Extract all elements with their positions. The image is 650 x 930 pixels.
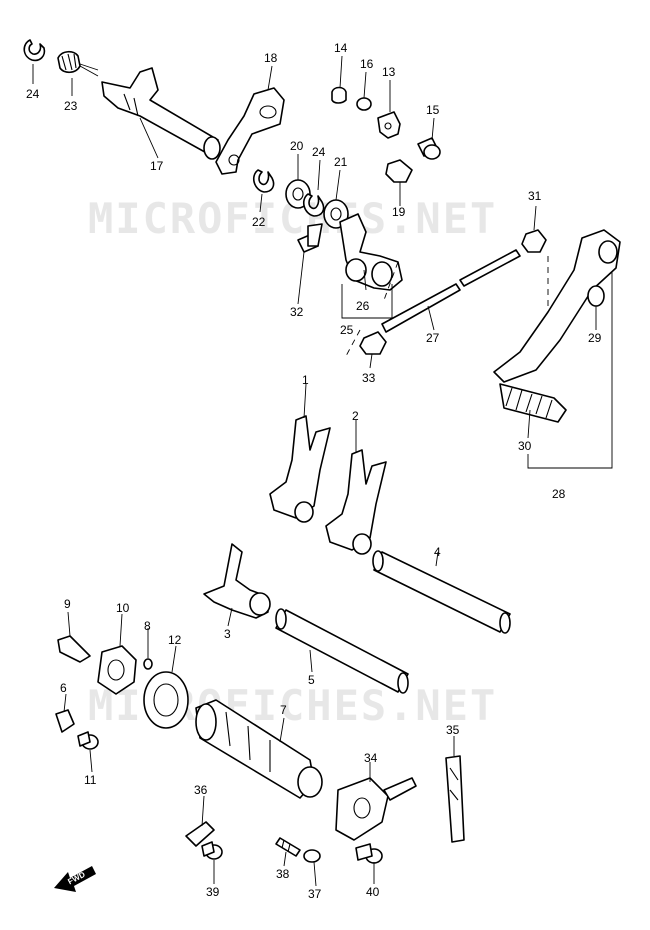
part-11-screw[interactable] xyxy=(77,731,99,750)
callout-27: 27 xyxy=(426,331,440,345)
callout-8: 8 xyxy=(144,619,151,633)
bracket-25 xyxy=(341,284,393,319)
part-19-neutral-switch[interactable] xyxy=(385,159,413,183)
part-13-stopper-plate[interactable] xyxy=(377,111,401,139)
callout-32: 32 xyxy=(290,305,304,319)
callout-11: 11 xyxy=(84,773,97,787)
callout-4: 4 xyxy=(434,545,441,559)
part-2-shift-fork[interactable] xyxy=(325,449,387,555)
callout-13: 13 xyxy=(382,65,396,79)
callout-23: 23 xyxy=(64,99,78,113)
part-7-gearshift-cam[interactable] xyxy=(195,699,323,799)
bracket-28 xyxy=(527,272,613,469)
part-24-circlip[interactable] xyxy=(23,39,46,62)
part-33-nut[interactable] xyxy=(359,331,387,355)
part-26-cam-guide[interactable] xyxy=(339,213,403,291)
callout-38: 38 xyxy=(276,867,290,881)
callout-16: 16 xyxy=(360,57,374,71)
callout-20: 20 xyxy=(290,139,304,153)
part-32-bolt[interactable] xyxy=(297,223,323,253)
callout-28: 28 xyxy=(552,487,566,501)
part-15-bolt[interactable] xyxy=(417,137,441,160)
part-39-screw[interactable] xyxy=(201,841,223,860)
fwd-arrow-icon: FWD xyxy=(54,866,96,892)
part-16-washer[interactable] xyxy=(356,97,372,111)
part-30-footrest-rubber[interactable] xyxy=(499,383,567,423)
part-6-plate[interactable] xyxy=(55,709,75,733)
callout-12: 12 xyxy=(168,633,182,647)
part-29-gearshift-lever[interactable] xyxy=(493,229,621,383)
callout-5: 5 xyxy=(308,673,315,687)
callout-33: 33 xyxy=(362,371,376,385)
part-1-shift-fork[interactable] xyxy=(269,415,331,523)
part-34-cam-stopper[interactable] xyxy=(335,777,417,841)
callout-17: 17 xyxy=(150,159,164,173)
callout-39: 39 xyxy=(206,885,220,899)
part-18-shift-arm[interactable] xyxy=(215,87,285,175)
callout-36: 36 xyxy=(194,783,208,797)
callout-18: 18 xyxy=(264,51,278,65)
part-8-pin[interactable] xyxy=(143,658,153,670)
part-35-spring[interactable] xyxy=(445,755,465,843)
callout-35: 35 xyxy=(446,723,460,737)
callout-30: 30 xyxy=(518,439,532,453)
part-10-cam-driven-gear[interactable] xyxy=(97,645,137,695)
callout-6: 6 xyxy=(60,681,67,695)
leader-lines xyxy=(32,55,597,887)
part-17-gearshift-shaft[interactable] xyxy=(101,67,221,160)
part-23-return-spring[interactable] xyxy=(57,50,99,77)
callout-37: 37 xyxy=(308,887,322,901)
callout-9: 9 xyxy=(64,597,71,611)
part-5-shift-fork-shaft[interactable] xyxy=(275,608,409,694)
callout-14: 14 xyxy=(334,41,348,55)
part-31-nut[interactable] xyxy=(521,229,547,253)
part-38-spring[interactable] xyxy=(275,837,301,857)
callout-40: 40 xyxy=(366,885,380,899)
callout-24b: 24 xyxy=(312,145,326,159)
callout-3: 3 xyxy=(224,627,231,641)
part-36-plate[interactable] xyxy=(185,821,215,847)
callout-29: 29 xyxy=(588,331,602,345)
assembly-dashes xyxy=(345,256,549,357)
part-40-bolt[interactable] xyxy=(355,843,383,864)
callout-1: 1 xyxy=(302,373,309,387)
callout-21: 21 xyxy=(334,155,348,169)
callout-7: 7 xyxy=(280,703,287,717)
callout-10: 10 xyxy=(116,601,130,615)
part-3-shift-fork[interactable] xyxy=(203,543,271,619)
part-37-pin[interactable] xyxy=(303,849,321,863)
part-9-pin[interactable] xyxy=(57,635,91,663)
callout-31: 31 xyxy=(528,189,542,203)
callout-19: 19 xyxy=(392,205,406,219)
callout-22: 22 xyxy=(252,215,266,229)
part-22-circlip[interactable] xyxy=(252,169,275,193)
part-14-spring-pin[interactable] xyxy=(331,86,347,104)
part-24-circlip-b[interactable] xyxy=(302,193,325,217)
callout-2: 2 xyxy=(352,409,359,423)
callout-24a: 24 xyxy=(26,87,40,101)
callout-26: 26 xyxy=(356,299,370,313)
callout-34: 34 xyxy=(364,751,378,765)
callout-25: 25 xyxy=(340,323,354,337)
part-27-tie-rod[interactable] xyxy=(381,249,521,333)
part-4-shift-fork-shaft[interactable] xyxy=(372,550,511,634)
part-12-bearing[interactable] xyxy=(143,671,189,729)
callout-15: 15 xyxy=(426,103,440,117)
